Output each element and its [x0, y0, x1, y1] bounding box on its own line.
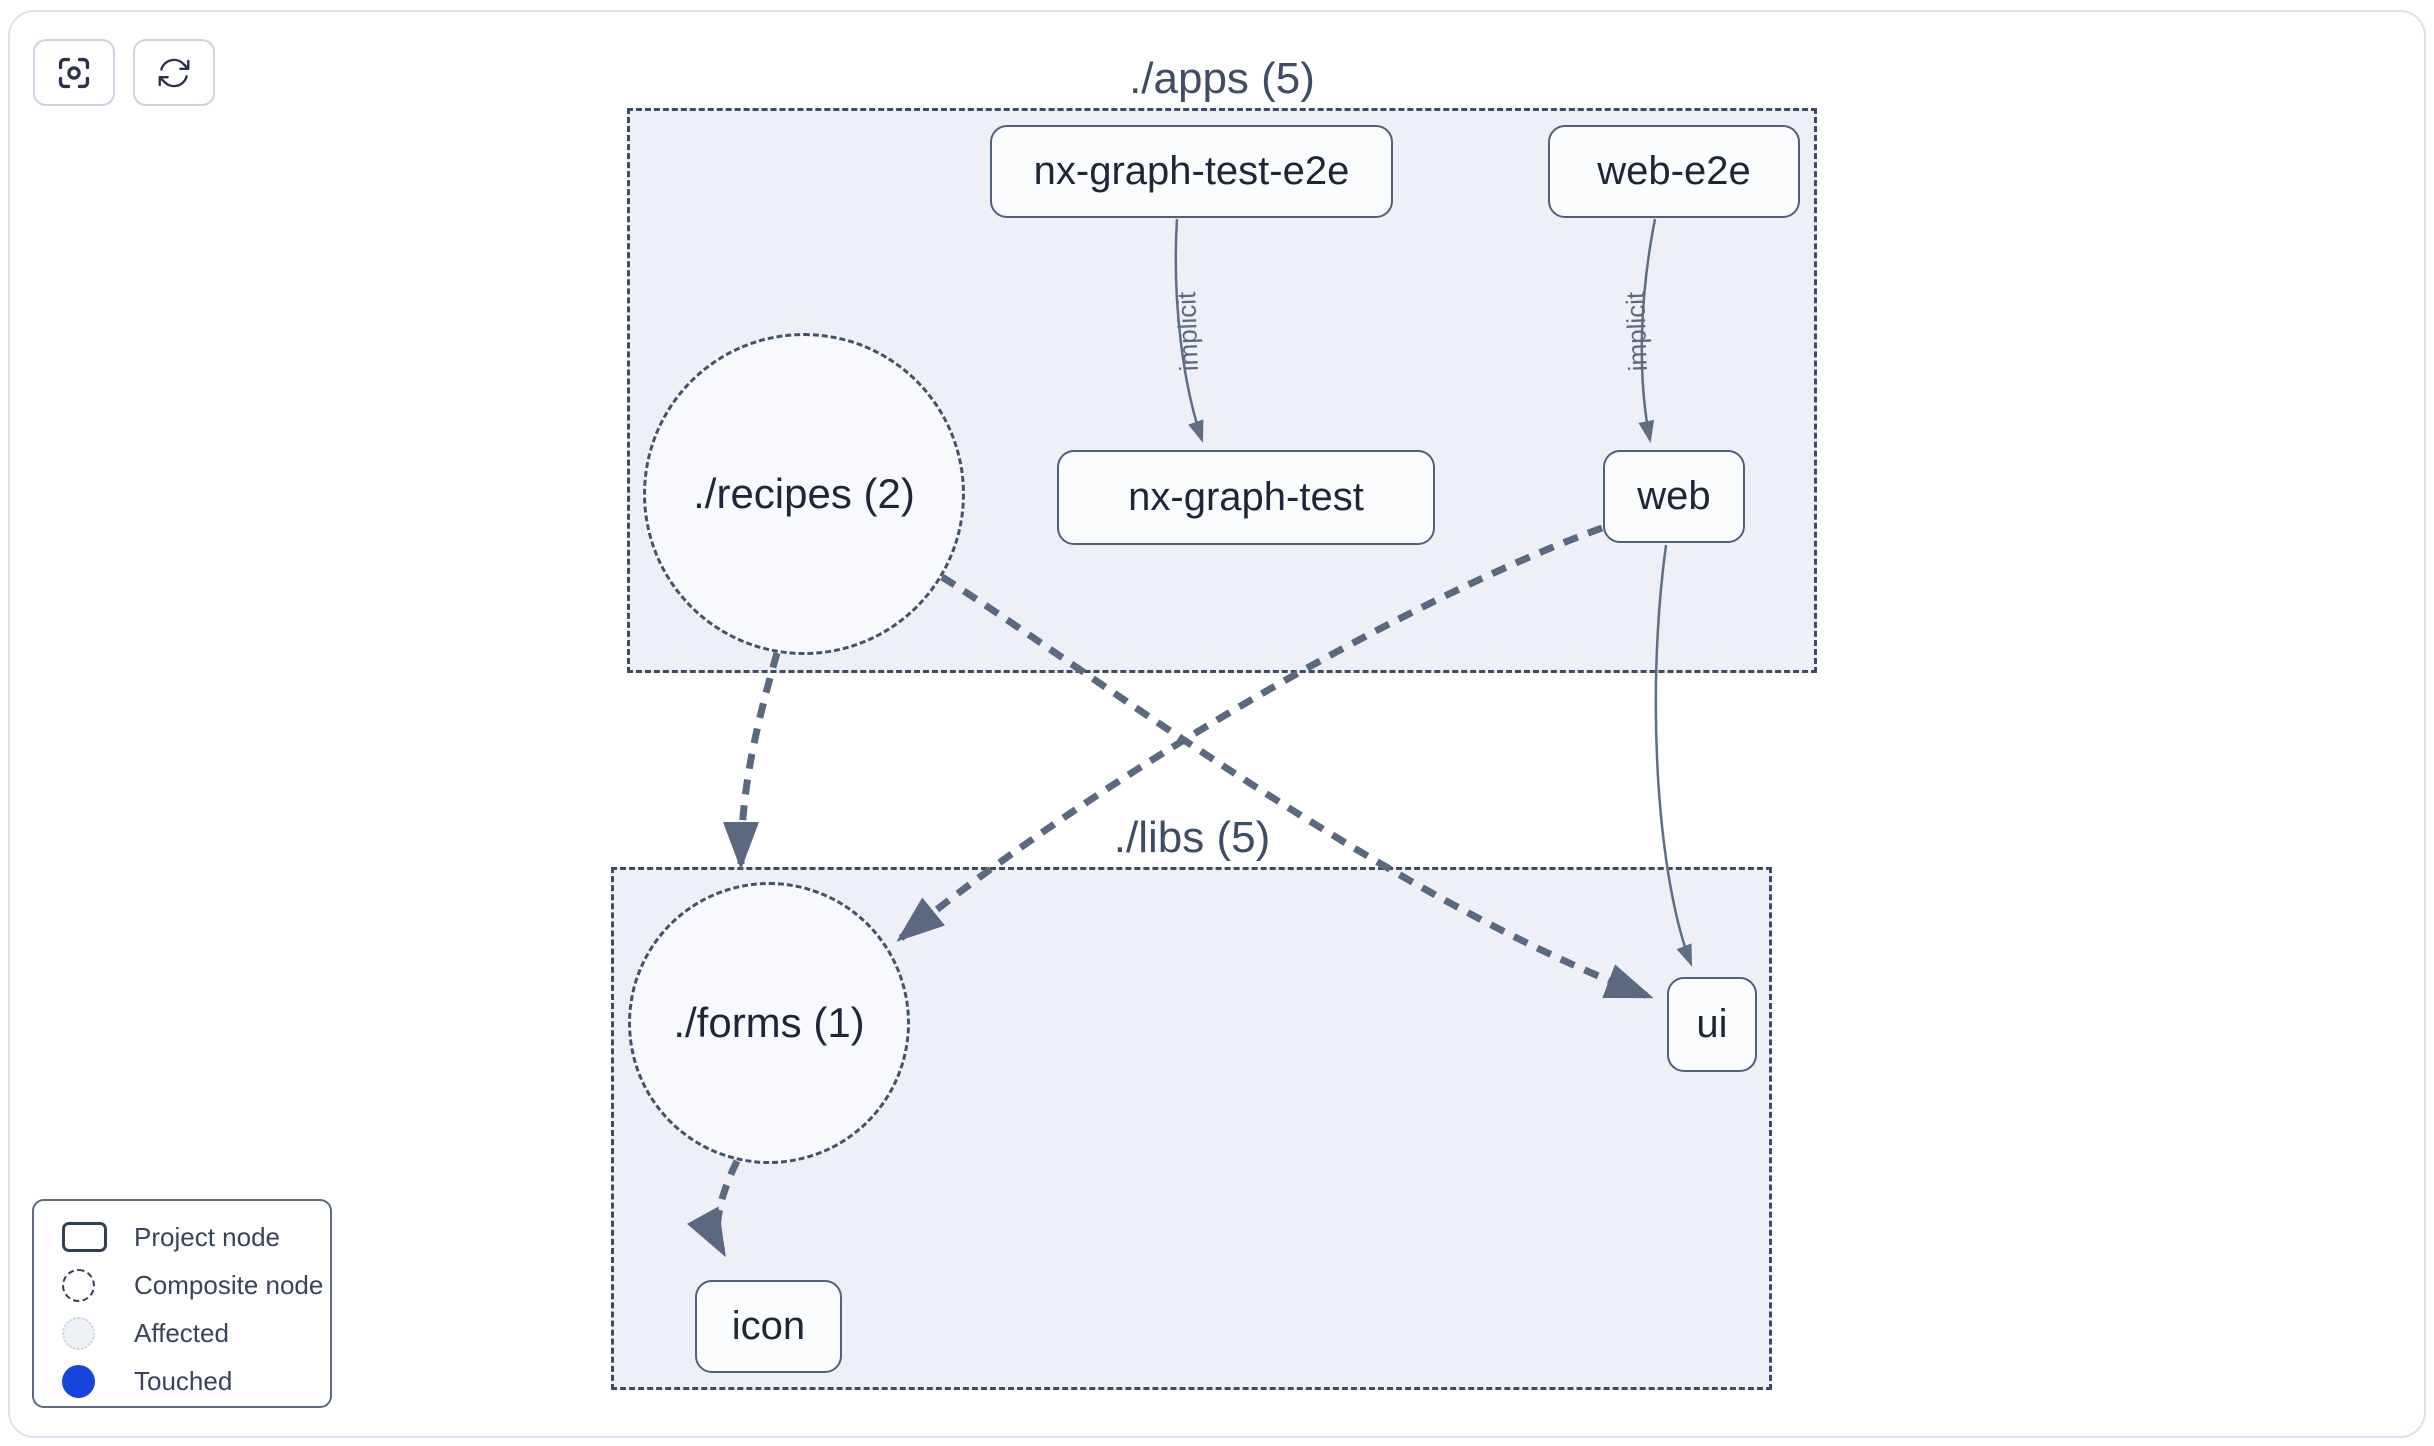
project-node-nx-graph-test[interactable]: nx-graph-test — [1057, 450, 1435, 545]
project-node-label: nx-graph-test-e2e — [1033, 149, 1350, 193]
touched-swatch — [62, 1364, 95, 1398]
composite-node-forms[interactable]: ./forms (1) — [628, 882, 910, 1164]
refresh-button[interactable] — [133, 39, 215, 106]
legend-item-touched: Touched — [62, 1357, 330, 1405]
composite-node-label: ./recipes (2) — [693, 470, 915, 517]
project-node-swatch — [62, 1222, 107, 1252]
composite-node-swatch — [62, 1268, 95, 1302]
project-node-label: web-e2e — [1597, 149, 1751, 193]
project-node-web[interactable]: web — [1603, 450, 1745, 543]
legend-label: Affected — [134, 1317, 229, 1348]
legend-label: Touched — [134, 1365, 233, 1396]
group-title-libs: ./libs (5) — [1113, 813, 1271, 862]
legend: Project node Composite node Affected Tou… — [32, 1199, 332, 1408]
project-node-web-e2e[interactable]: web-e2e — [1548, 125, 1800, 218]
legend-label: Composite node — [134, 1269, 324, 1300]
legend-label: Project node — [134, 1221, 280, 1252]
project-node-label: ui — [1696, 1002, 1728, 1046]
composite-node-label: ./forms (1) — [673, 999, 865, 1046]
project-node-label: nx-graph-test — [1128, 475, 1364, 519]
project-node-ui[interactable]: ui — [1667, 977, 1757, 1072]
project-node-label: web — [1637, 474, 1711, 518]
project-node-nx-graph-test-e2e[interactable]: nx-graph-test-e2e — [990, 125, 1393, 218]
edge-label-implicit: implicit — [1620, 291, 1653, 372]
legend-item-affected: Affected — [62, 1309, 330, 1357]
project-node-icon[interactable]: icon — [695, 1280, 842, 1373]
refresh-icon — [158, 58, 190, 87]
composite-node-recipes[interactable]: ./recipes (2) — [643, 333, 965, 655]
group-title-apps: ./apps (5) — [1129, 54, 1315, 103]
focus-icon — [58, 57, 90, 88]
legend-item-project-node: Project node — [62, 1213, 330, 1261]
affected-swatch — [62, 1316, 95, 1350]
project-node-label: icon — [731, 1304, 806, 1348]
legend-item-composite-node: Composite node — [62, 1261, 330, 1309]
focus-button[interactable] — [33, 39, 115, 106]
edge-label-implicit: implicit — [1171, 291, 1204, 372]
